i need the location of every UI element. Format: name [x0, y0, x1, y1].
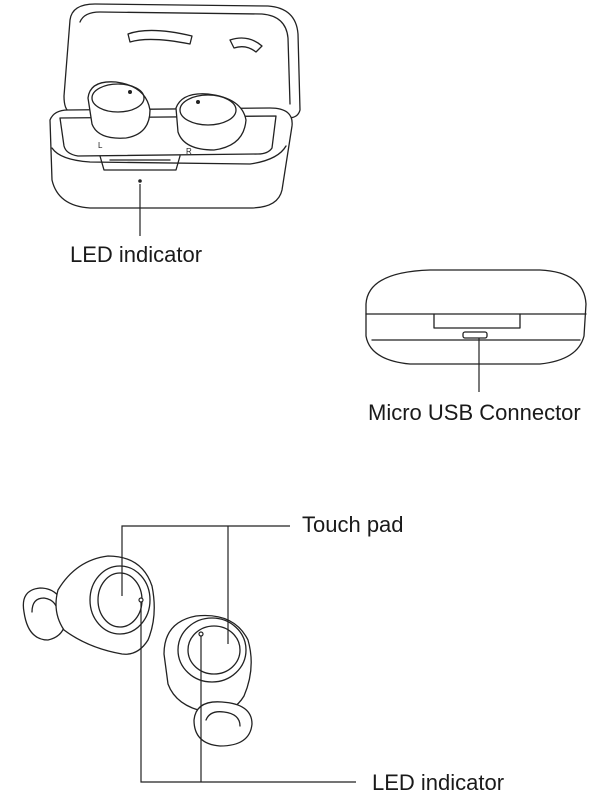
- svg-text:L: L: [98, 141, 103, 150]
- micro-usb-port: [462, 331, 488, 339]
- case-led-dot: [138, 179, 142, 183]
- earbud-right: [163, 614, 253, 747]
- svg-text:R: R: [186, 147, 192, 156]
- case-back-view: [365, 269, 587, 392]
- case-earbud-right: [175, 93, 247, 151]
- usb-connector-label: Micro USB Connector: [368, 400, 581, 425]
- earbud-led-label: LED indicator: [372, 770, 504, 795]
- earbud-led-leaders: [140, 602, 356, 783]
- touch-pad-left: [89, 565, 151, 635]
- led-dot-left: [138, 597, 144, 603]
- case-led-label: LED indicator: [70, 242, 202, 267]
- case-earbud-left: [87, 81, 151, 139]
- touch-pad-leaders: [121, 525, 290, 644]
- earbud-left: [22, 555, 155, 655]
- touch-pad-label: Touch pad: [302, 512, 404, 537]
- usb-slot: [433, 313, 521, 329]
- open-charging-case: L R: [49, 3, 301, 236]
- led-dot-right: [198, 631, 204, 637]
